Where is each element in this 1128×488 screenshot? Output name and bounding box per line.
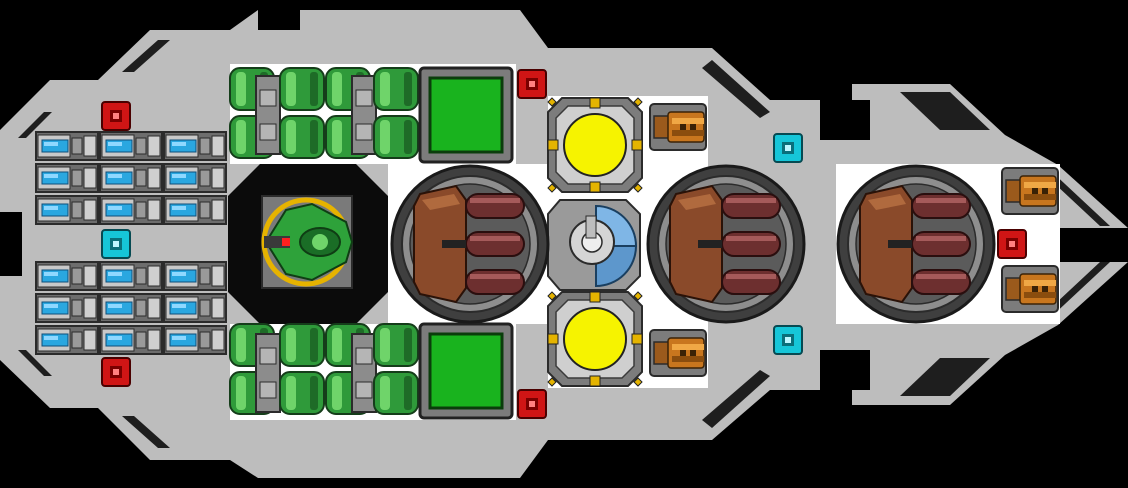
tank-icon[interactable] [373, 67, 419, 111]
battery-icon[interactable] [163, 325, 227, 355]
pipe-icon [255, 333, 281, 413]
battery-icon[interactable] [163, 261, 227, 291]
battery-icon[interactable] [99, 293, 163, 323]
battery-icon[interactable] [99, 195, 163, 225]
battery-icon[interactable] [35, 195, 99, 225]
pipe-icon [351, 333, 377, 413]
node-icon[interactable] [101, 229, 131, 259]
battery-icon[interactable] [99, 131, 163, 161]
battery-bank-bottom [35, 261, 227, 355]
screen-icon [428, 332, 504, 410]
battery-icon[interactable] [35, 131, 99, 161]
tank-icon[interactable] [373, 323, 419, 367]
screen-top[interactable] [418, 66, 514, 164]
battery-icon[interactable] [35, 261, 99, 291]
battery-icon[interactable] [99, 261, 163, 291]
shield-generator[interactable] [547, 199, 641, 291]
cannon-icon[interactable] [1001, 265, 1059, 313]
battery-icon[interactable] [163, 131, 227, 161]
screen-icon [428, 76, 504, 154]
pipe-icon [351, 75, 377, 155]
tank-icon[interactable] [279, 115, 325, 159]
tank-icon[interactable] [279, 371, 325, 415]
reactor-icon[interactable] [547, 291, 643, 387]
battery-icon[interactable] [99, 325, 163, 355]
node-icon[interactable] [101, 357, 131, 387]
turret-icon[interactable] [390, 164, 550, 324]
battery-icon[interactable] [35, 163, 99, 193]
reactor-icon[interactable] [547, 97, 643, 193]
node-icon[interactable] [101, 101, 131, 131]
battery-icon[interactable] [163, 163, 227, 193]
node-icon[interactable] [773, 325, 803, 355]
battery-icon[interactable] [163, 293, 227, 323]
screen-bottom[interactable] [418, 322, 514, 420]
node-icon[interactable] [773, 133, 803, 163]
battery-bank-top [35, 131, 227, 225]
turret-icon[interactable] [646, 164, 806, 324]
pipe-icon [255, 75, 281, 155]
node-icon[interactable] [997, 229, 1027, 259]
node-icon[interactable] [517, 69, 547, 99]
battery-icon[interactable] [35, 325, 99, 355]
cannon-icon[interactable] [649, 329, 707, 377]
tank-icon[interactable] [279, 323, 325, 367]
battery-icon[interactable] [99, 163, 163, 193]
tank-icon[interactable] [279, 67, 325, 111]
battery-icon[interactable] [163, 195, 227, 225]
cannon-icon[interactable] [649, 103, 707, 151]
battery-icon[interactable] [35, 293, 99, 323]
node-icon[interactable] [517, 389, 547, 419]
tank-icon[interactable] [373, 371, 419, 415]
turret-icon[interactable] [836, 164, 996, 324]
drone-unit[interactable] [261, 195, 354, 289]
tank-icon[interactable] [373, 115, 419, 159]
cannon-icon[interactable] [1001, 167, 1059, 215]
